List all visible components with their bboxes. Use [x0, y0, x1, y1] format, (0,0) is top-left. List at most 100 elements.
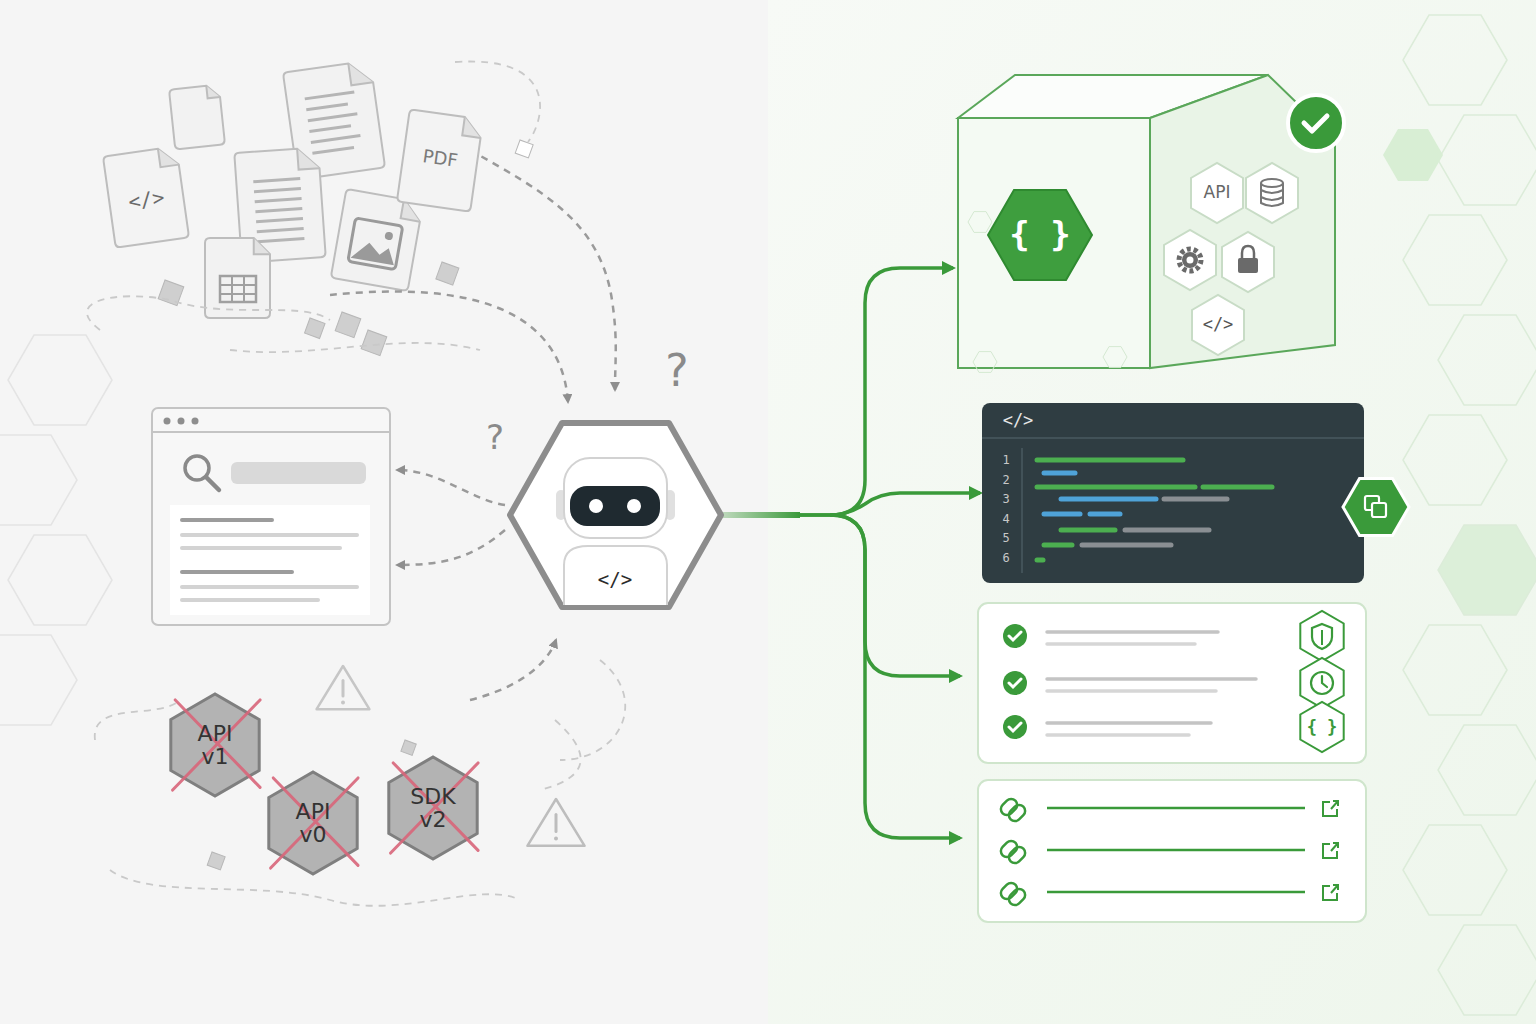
image-mountain [351, 240, 397, 265]
robot-eye [589, 499, 603, 513]
text-line [258, 238, 305, 241]
database-icon [1261, 183, 1283, 206]
clock-icon [1322, 676, 1327, 687]
document-outline [169, 85, 225, 150]
question-mark: ? [665, 345, 688, 396]
robot-hexagon [510, 423, 721, 607]
faint-hexagon [973, 352, 997, 373]
link-line [1047, 849, 1305, 852]
document-outline [205, 238, 270, 318]
dashed-arrow [397, 470, 505, 505]
image-frame [348, 218, 403, 270]
check-mark [1009, 723, 1021, 731]
deprecated-hexagon [389, 757, 477, 859]
header-divider [982, 437, 1364, 439]
faint-hexagon [1403, 825, 1507, 915]
table-grid [220, 276, 256, 302]
code-bar [1090, 512, 1120, 517]
warning-dot [341, 700, 345, 704]
robot-eye [627, 499, 641, 513]
faint-hexagon [1403, 415, 1507, 505]
document-icon [103, 146, 189, 247]
document-outline [331, 189, 423, 291]
gear-icon [1179, 249, 1201, 271]
result-line [182, 598, 318, 602]
icon-hexagon [1222, 232, 1274, 292]
faint-hexagon [1383, 129, 1443, 181]
code-bar [1164, 497, 1227, 502]
scatter-square [515, 140, 533, 158]
warning-triangle [317, 666, 370, 709]
check-mark [1009, 632, 1021, 640]
dashed-arrow [330, 292, 568, 402]
gutter-line [1021, 448, 1023, 573]
code-bar [1037, 485, 1195, 490]
deprecated-api-hexagon: API v1 [163, 692, 267, 798]
document-fold [254, 238, 270, 254]
chain-icon [1006, 886, 1027, 907]
dashed-arrow [397, 530, 505, 565]
line-number: 3 [1002, 493, 1009, 506]
node-text: SDK v2 [409, 785, 458, 831]
clock-icon [1311, 672, 1333, 694]
lock-icon [1242, 246, 1254, 258]
flow-connector [723, 268, 953, 515]
connector-glow [722, 512, 800, 518]
text-line [254, 189, 301, 192]
document-icon [331, 189, 423, 291]
icon-hexagon: API [1187, 162, 1247, 224]
faint-hexagon [1438, 315, 1536, 405]
check-circle [1003, 624, 1027, 648]
branch-arrow [830, 515, 960, 838]
node-text: </> [1003, 412, 1034, 430]
deprecated-api-hexagon: SDK v2 [384, 755, 482, 861]
code-bar [1037, 458, 1183, 463]
code-bar [1203, 485, 1272, 490]
dashed-arrow [230, 343, 480, 352]
warning-mark [342, 680, 345, 696]
document-fold [348, 60, 373, 85]
result-line [182, 570, 292, 574]
faint-hexagon [1403, 215, 1507, 305]
document-icon [169, 85, 225, 150]
text-line [1047, 689, 1216, 693]
line-number: 4 [1002, 513, 1009, 526]
line-number: 5 [1002, 532, 1009, 545]
gear-icon [1187, 257, 1194, 264]
warning-dot [554, 837, 558, 841]
search-icon [206, 477, 219, 490]
dashed-arrow [455, 61, 540, 142]
faint-hexagon [1103, 347, 1127, 368]
faint-hexagon [1438, 525, 1536, 615]
lock-icon [1238, 258, 1258, 273]
node-text: API v0 [288, 800, 339, 846]
document-fold [297, 147, 319, 169]
robot-body [564, 546, 667, 605]
window-dot [178, 418, 185, 425]
text-line [1047, 721, 1211, 725]
check-mark [1009, 679, 1021, 687]
faint-hexagon [1403, 625, 1507, 715]
robot-visor [570, 486, 660, 526]
links-panel [978, 780, 1366, 922]
dashed-arrow [95, 700, 520, 906]
text-line [1047, 642, 1195, 646]
icon-hexagon [1246, 163, 1298, 223]
document-fold [206, 85, 220, 99]
text-line [257, 228, 304, 231]
document-outline [283, 60, 385, 179]
scatter-square [436, 262, 459, 285]
copy-hexagon [1343, 478, 1409, 535]
text-line [1047, 733, 1189, 737]
external-link-icon [1323, 801, 1338, 816]
dashed-arrow [540, 660, 625, 790]
node-text: API [1204, 184, 1231, 202]
checklist-panel [978, 603, 1366, 763]
cross-out [173, 700, 260, 790]
question-mark: ? [486, 417, 504, 457]
node-outline [982, 403, 1364, 583]
faint-hexagon [0, 435, 77, 525]
right-ground [768, 0, 1536, 1024]
scatter-square [335, 312, 361, 338]
